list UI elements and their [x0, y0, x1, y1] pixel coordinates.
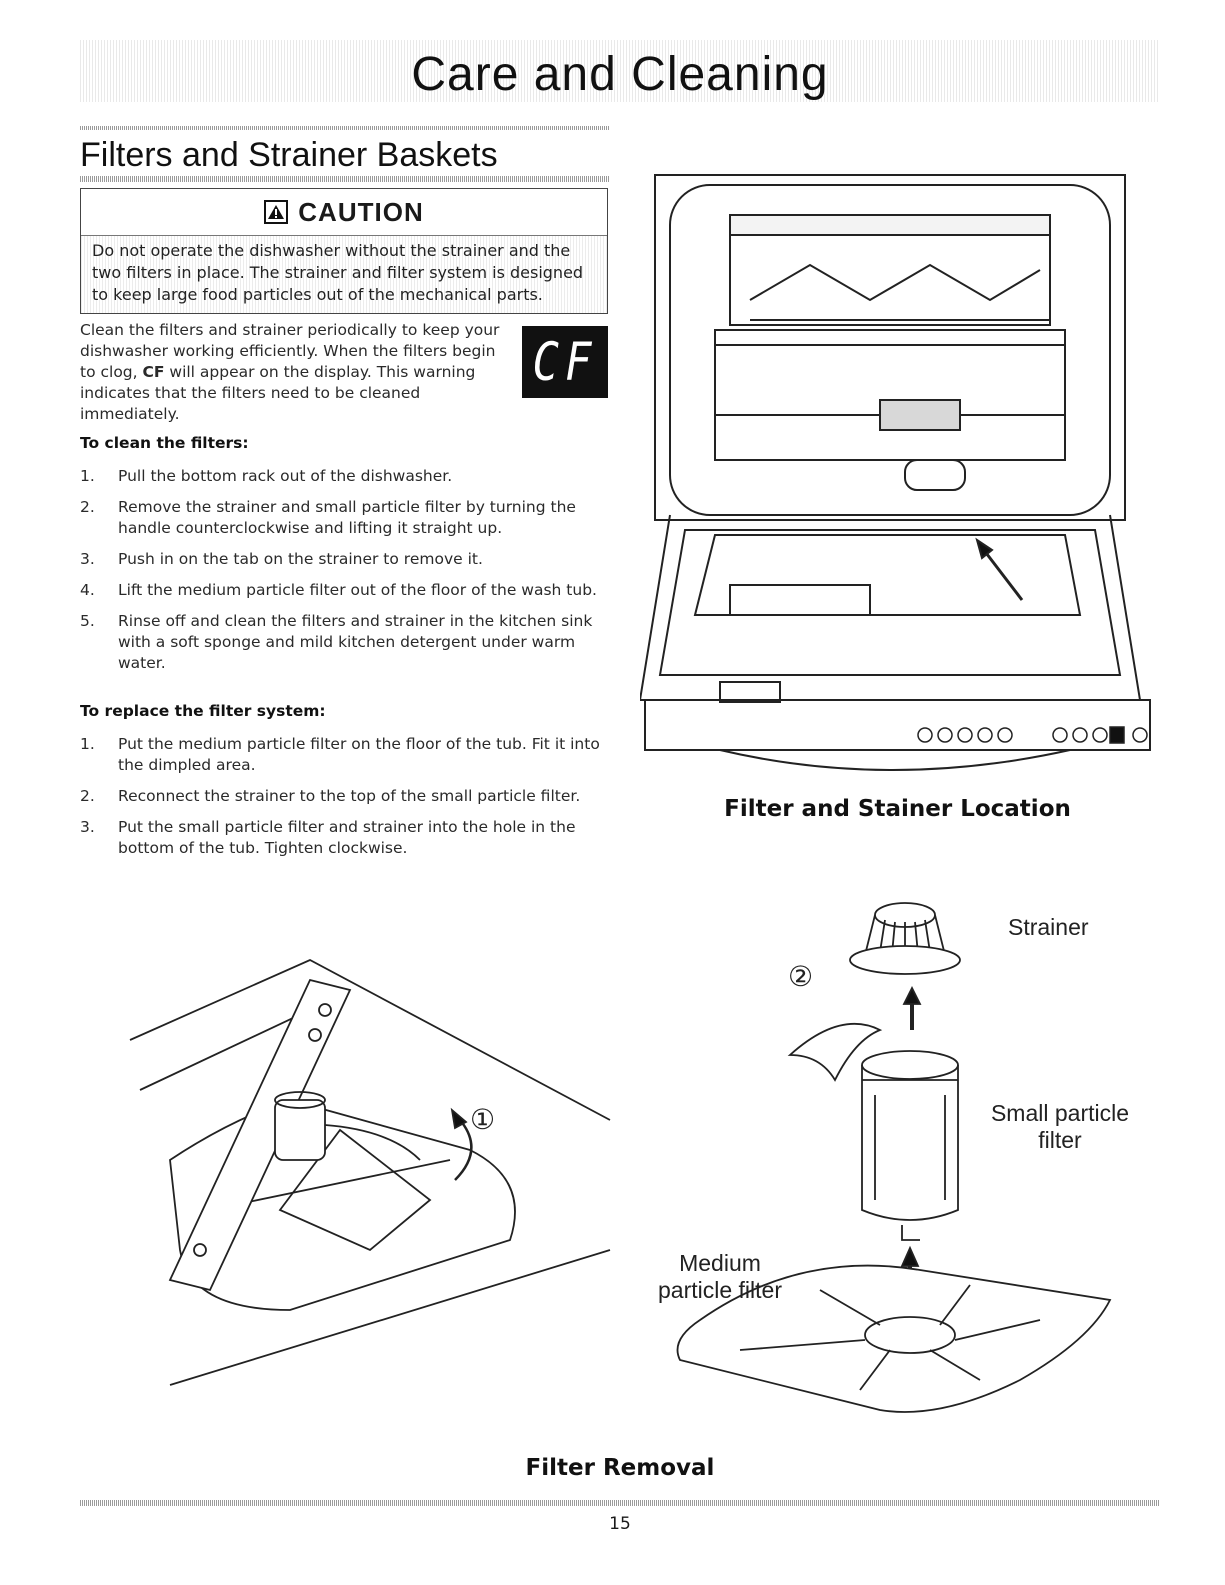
step-number: 2. [80, 787, 95, 805]
step-text: Remove the strainer and small particle f… [118, 498, 576, 537]
section-title: Filters and Strainer Baskets [80, 136, 498, 174]
step-text: Pull the bottom rack out of the dishwash… [118, 467, 453, 485]
caution-header: CAUTION [81, 189, 607, 236]
dishwasher-illustration [640, 174, 1151, 771]
label-medium-particle-filter: Medium particle filter [650, 1250, 790, 1304]
intro-code: CF [142, 363, 165, 381]
warning-icon [264, 200, 289, 224]
spray-arm-illustration [129, 958, 611, 1386]
caution-text: Do not operate the dishwasher without th… [92, 241, 584, 304]
marker-2: ② [788, 961, 814, 992]
clean-step: 5. Rinse off and clean the filters and st… [80, 611, 605, 674]
clean-step: 4. Lift the medium particle filter out of… [80, 580, 605, 601]
step-text: Push in on the tab on the strainer to re… [118, 550, 483, 568]
step-number: 1. [80, 735, 95, 753]
label-medium-line-1: Medium [679, 1250, 761, 1276]
step-number: 3. [80, 818, 95, 836]
marker-1: ① [470, 1104, 496, 1135]
section-divider-bottom [80, 176, 610, 182]
location-caption: Filter and Stainer Location [724, 796, 1071, 822]
clean-step: 1. Pull the bottom rack out of the dishwa… [80, 466, 605, 487]
caution-label: CAUTION [298, 196, 424, 227]
step-number: 2. [80, 498, 95, 516]
cf-display: CF [522, 326, 608, 398]
label-small-particle-filter: Small particle filter [985, 1100, 1135, 1154]
label-medium-line-2: particle filter [658, 1277, 782, 1303]
cf-display-code: CF [532, 331, 598, 393]
footer-divider [80, 1500, 1160, 1506]
replace-heading: To replace the filter system: [80, 702, 326, 720]
section-divider-top [80, 126, 610, 130]
step-number: 3. [80, 550, 95, 568]
label-small-line-1: Small particle [990, 1100, 1130, 1126]
step-text: Lift the medium particle filter out of t… [118, 581, 597, 599]
step-number: 5. [80, 612, 95, 630]
page-number: 15 [609, 1514, 631, 1534]
step-text: Rinse off and clean the filters and stra… [118, 612, 593, 672]
replace-step: 3. Put the small particle filter and stra… [80, 817, 605, 859]
step-text: Put the medium particle filter on the fl… [118, 735, 600, 774]
label-small-line-2: filter [1038, 1127, 1082, 1153]
page-title: Care and Cleaning [411, 48, 829, 101]
clean-heading: To clean the filters: [80, 434, 249, 452]
label-strainer: Strainer [1008, 914, 1089, 940]
replace-step: 1. Put the medium particle filter on the … [80, 734, 605, 776]
clean-step: 2. Remove the strainer and small particle… [80, 497, 605, 539]
step-number: 1. [80, 467, 95, 485]
replace-steps: 1. Put the medium particle filter on the … [80, 734, 605, 869]
step-text: Reconnect the strainer to the top of the… [118, 787, 581, 805]
step-text: Put the small particle filter and strain… [118, 818, 576, 857]
intro-paragraph: Clean the filters and strainer periodica… [80, 320, 505, 425]
filter-system-illustration [676, 902, 1112, 1413]
intro-text-after: will appear on the display. This warning… [80, 363, 476, 423]
clean-step: 3. Push in on the tab on the strainer to … [80, 549, 605, 570]
clean-steps: 1. Pull the bottom rack out of the dishwa… [80, 466, 605, 684]
step-number: 4. [80, 581, 95, 599]
replace-step: 2. Reconnect the strainer to the top of t… [80, 786, 605, 807]
removal-caption: Filter Removal [525, 1455, 715, 1481]
intro-text-before: Clean the filters and strainer periodica… [80, 321, 500, 381]
header-band [80, 40, 1160, 102]
